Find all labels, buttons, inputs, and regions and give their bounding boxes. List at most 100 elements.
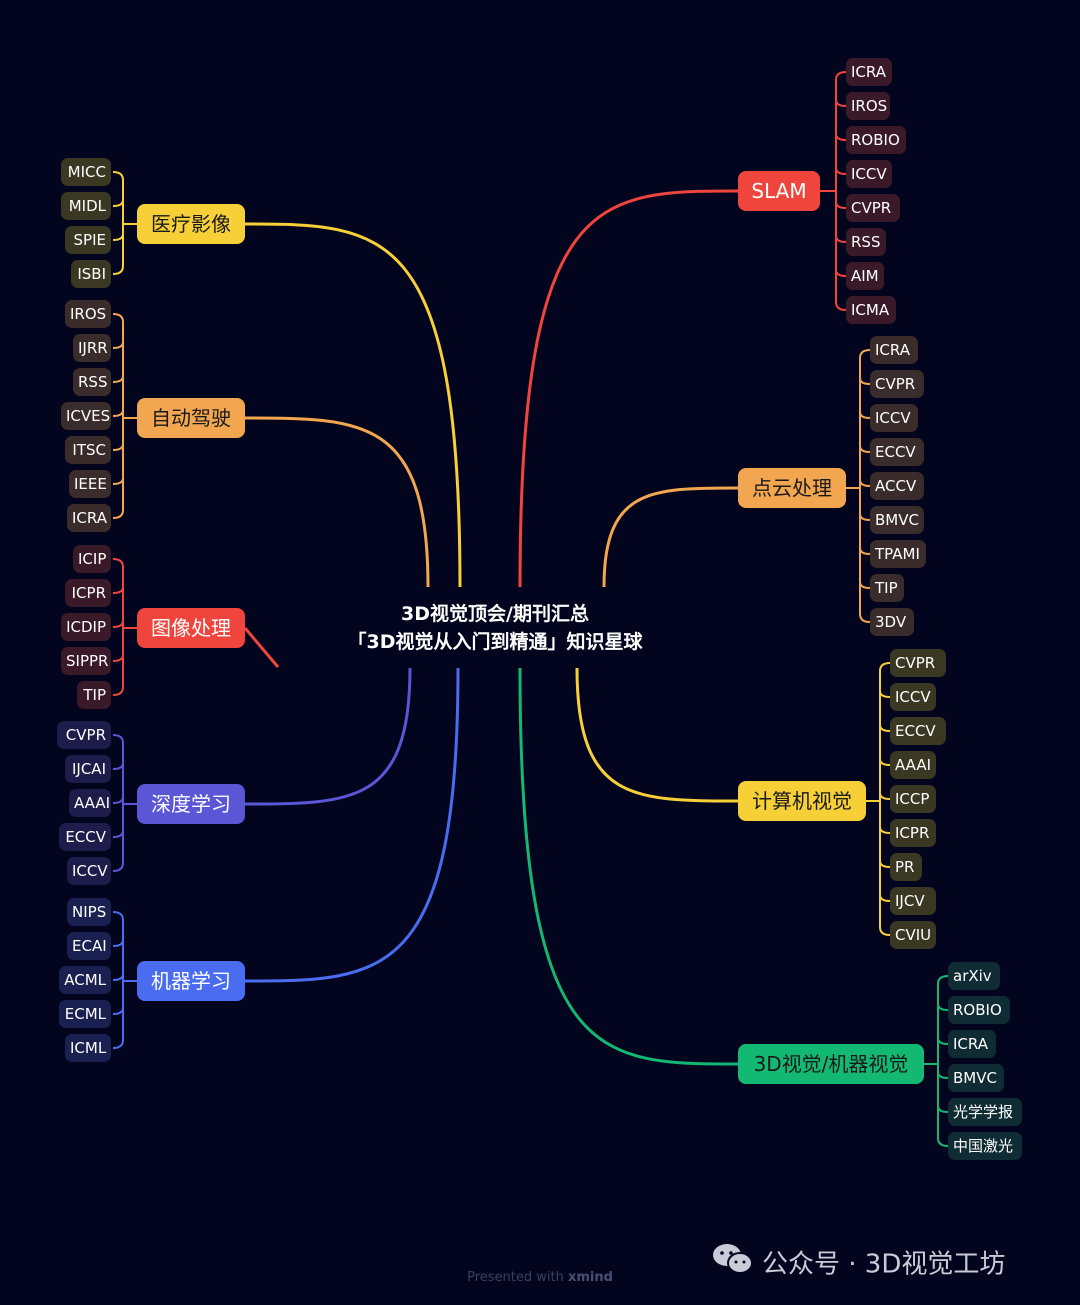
branch-connector-autodrive [244, 416, 430, 588]
leaf-imageproc-1[interactable]: ICPR [65, 579, 111, 607]
leaf-3dmv-2[interactable]: ICRA [948, 1030, 996, 1058]
leaf-3dmv-3[interactable]: BMVC [948, 1064, 1004, 1092]
leaf-autodrive-0[interactable]: IROS [65, 300, 111, 328]
branch-slam[interactable]: SLAM [738, 171, 820, 211]
leaf-cv-8[interactable]: CVIU [890, 921, 936, 949]
leaf-tick-autodrive [112, 375, 124, 383]
leaf-deeplearn-3[interactable]: ECCV [59, 823, 111, 851]
branch-connector-cv [575, 667, 739, 803]
leaf-medical-3[interactable]: ISBI [71, 260, 111, 288]
leaf-pointcloud-2[interactable]: ICCV [870, 404, 918, 432]
leaf-bracket-pointcloud [859, 349, 871, 623]
leaf-pointcloud-4[interactable]: ACCV [870, 472, 924, 500]
leaf-autodrive-5[interactable]: IEEE [69, 470, 111, 498]
leaf-autodrive-1[interactable]: IJRR [73, 334, 111, 362]
leaf-ml-3[interactable]: ECML [59, 1000, 111, 1028]
leaf-deeplearn-2[interactable]: AAAI [69, 789, 111, 817]
branch-3dmv[interactable]: 3D视觉/机器视觉 [738, 1044, 924, 1084]
leaf-tick-pointcloud [859, 513, 871, 521]
branch-medical[interactable]: 医疗影像 [137, 204, 245, 244]
leaf-autodrive-3[interactable]: ICVES [61, 402, 111, 430]
leaf-cv-1[interactable]: ICCV [890, 683, 936, 711]
leaf-slam-7[interactable]: ICMA [846, 296, 896, 324]
leaf-tick-3dmv [937, 1003, 949, 1011]
central-topic-line2: 「3D视觉从入门到精通」知识星球 [347, 631, 643, 653]
leaf-deeplearn-4[interactable]: ICCV [67, 857, 111, 885]
leaf-pointcloud-6[interactable]: TPAMI [870, 540, 926, 568]
leaf-pointcloud-7[interactable]: TIP [870, 574, 904, 602]
leaf-tick-autodrive [112, 477, 124, 485]
leaf-ml-0[interactable]: NIPS [67, 898, 111, 926]
leaf-imageproc-0[interactable]: ICIP [73, 545, 111, 573]
leaf-ml-2[interactable]: ACML [59, 966, 111, 994]
leaf-slam-6[interactable]: AIM [846, 262, 884, 290]
leaf-slam-4[interactable]: CVPR [846, 194, 900, 222]
leaf-tick-autodrive [112, 443, 124, 451]
leaf-bracket-autodrive [112, 313, 124, 519]
leaf-autodrive-6[interactable]: ICRA [67, 504, 111, 532]
leaf-tick-cv [879, 860, 891, 868]
branch-connector-imageproc [243, 627, 280, 668]
branch-autodrive[interactable]: 自动驾驶 [137, 398, 245, 438]
leaf-slam-2[interactable]: ROBIO [846, 126, 906, 154]
leaf-3dmv-0[interactable]: arXiv [948, 962, 1000, 990]
leaf-tick-imageproc [112, 586, 124, 594]
leaf-slam-0[interactable]: ICRA [846, 58, 892, 86]
leaf-ml-4[interactable]: ICML [65, 1034, 111, 1062]
presented-with-footer: Presented with xmind [0, 1270, 1080, 1285]
wechat-icon [712, 1242, 754, 1288]
leaf-cv-3[interactable]: AAAI [890, 751, 936, 779]
leaf-tick-pointcloud [859, 377, 871, 385]
watermark: 公众号 · 3D视觉工坊 [712, 1242, 1005, 1282]
leaf-tick-slam [835, 235, 847, 243]
leaf-deeplearn-1[interactable]: IJCAI [65, 755, 111, 783]
leaf-imageproc-3[interactable]: SIPPR [61, 647, 111, 675]
branch-connector-3dmv [518, 667, 739, 1066]
leaf-cv-7[interactable]: IJCV [890, 887, 936, 915]
leaf-3dmv-4[interactable]: 光学学报 [948, 1098, 1022, 1126]
leaf-medical-2[interactable]: SPIE [65, 226, 111, 254]
leaf-tick-deeplearn [112, 762, 124, 770]
leaf-tick-pointcloud [859, 479, 871, 487]
leaf-autodrive-2[interactable]: RSS [73, 368, 111, 396]
leaf-autodrive-4[interactable]: ITSC [65, 436, 111, 464]
leaf-deeplearn-0[interactable]: CVPR [57, 721, 111, 749]
leaf-imageproc-2[interactable]: ICDIP [61, 613, 111, 641]
leaf-pointcloud-8[interactable]: 3DV [870, 608, 914, 636]
leaf-tick-pointcloud [859, 547, 871, 555]
leaf-tick-autodrive [112, 409, 124, 417]
footer-presented: Presented with [467, 1270, 564, 1285]
leaf-tick-medical [112, 233, 124, 241]
leaf-ml-1[interactable]: ECAI [67, 932, 111, 960]
leaf-pointcloud-0[interactable]: ICRA [870, 336, 918, 364]
leaf-cv-5[interactable]: ICPR [890, 819, 936, 847]
branch-ml[interactable]: 机器学习 [137, 961, 245, 1001]
leaf-3dmv-5[interactable]: 中国激光 [948, 1132, 1022, 1160]
leaf-slam-3[interactable]: ICCV [846, 160, 892, 188]
leaf-tick-cv [879, 724, 891, 732]
leaf-pointcloud-3[interactable]: ECCV [870, 438, 924, 466]
leaf-medical-1[interactable]: MIDL [61, 192, 111, 220]
leaf-cv-4[interactable]: ICCP [890, 785, 936, 813]
leaf-3dmv-1[interactable]: ROBIO [948, 996, 1010, 1024]
branch-deeplearn[interactable]: 深度学习 [137, 784, 245, 824]
leaf-cv-0[interactable]: CVPR [890, 649, 946, 677]
leaf-slam-1[interactable]: IROS [846, 92, 890, 120]
leaf-tick-pointcloud [859, 581, 871, 589]
branch-imageproc[interactable]: 图像处理 [137, 608, 245, 648]
leaf-cv-2[interactable]: ECCV [890, 717, 946, 745]
leaf-slam-5[interactable]: RSS [846, 228, 886, 256]
leaf-pointcloud-5[interactable]: BMVC [870, 506, 924, 534]
branch-connector-pointcloud [602, 486, 739, 588]
leaf-tick-3dmv [937, 1071, 949, 1079]
leaf-tick-autodrive [112, 341, 124, 349]
leaf-pointcloud-1[interactable]: CVPR [870, 370, 924, 398]
leaf-cv-6[interactable]: PR [890, 853, 922, 881]
central-topic[interactable]: 3D视觉顶会/期刊汇总 「3D视觉从入门到精通」知识星球 [300, 600, 690, 656]
branch-connector-ml [244, 667, 460, 983]
branch-pointcloud[interactable]: 点云处理 [738, 468, 846, 508]
leaf-imageproc-4[interactable]: TIP [77, 681, 111, 709]
branch-cv[interactable]: 计算机视觉 [738, 781, 866, 821]
leaf-medical-0[interactable]: MICC [61, 158, 111, 186]
